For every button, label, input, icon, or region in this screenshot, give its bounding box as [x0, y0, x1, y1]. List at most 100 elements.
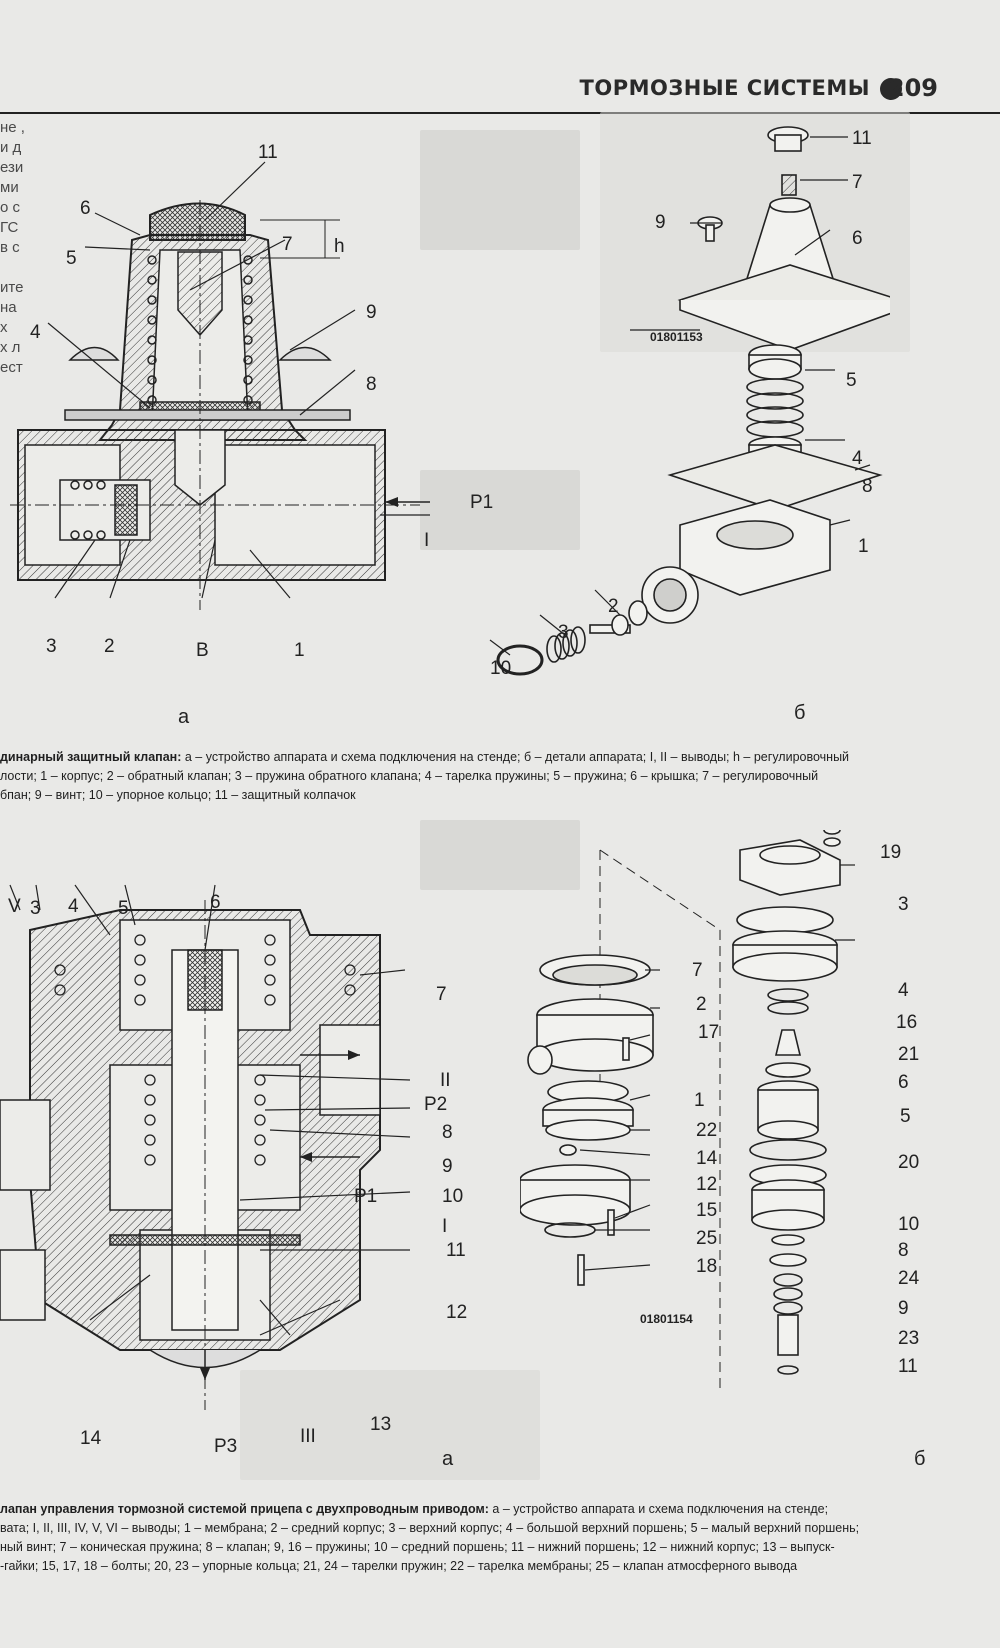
fig2b-label: 16 — [896, 1012, 918, 1033]
bleed-through-block — [240, 1370, 540, 1480]
fig2b-label: 12 — [696, 1174, 718, 1195]
fig2a-label: 10 — [442, 1186, 464, 1207]
fig2b-label: 18 — [696, 1256, 718, 1277]
fig2a-label: 14 — [80, 1428, 102, 1449]
fig2a-label-port: III — [300, 1426, 316, 1447]
caption-text: лости; 1 – корпус; 2 – обратный клапан; … — [0, 769, 819, 783]
margin-fragment: и д — [0, 139, 22, 156]
margin-fragment: ГС — [0, 219, 19, 236]
fig2b-label: 3 — [898, 894, 909, 915]
figure1-caption: динарный защитный клапан: а – устройство… — [0, 748, 940, 805]
fig2a-label: 6 — [210, 892, 221, 913]
fig1a-label: h — [334, 236, 345, 257]
caption-line: вата; I, II, III, IV, V, VI – выводы; 1 … — [0, 1519, 940, 1538]
fig2a-label: 11 — [446, 1240, 466, 1261]
figure1-section-drawing — [10, 161, 430, 610]
page-number: 209 — [887, 74, 938, 102]
fig2a-label-pressure: P3 — [214, 1436, 238, 1457]
fig2b-label: 15 — [696, 1200, 718, 1221]
fig2a-label-pressure: P1 — [354, 1186, 378, 1207]
caption-line: динарный защитный клапан: а – устройство… — [0, 748, 940, 767]
fig2-subfigure-a: а — [442, 1448, 454, 1470]
margin-fragment: х — [0, 319, 8, 336]
caption-line: лапан управления тормозной системой приц… — [0, 1500, 940, 1519]
margin-fragment: ми — [0, 179, 19, 196]
fig2a-label: 4 — [68, 896, 79, 917]
fig1a-label: 8 — [366, 374, 377, 395]
fig1-subfigure-b: б — [794, 702, 806, 724]
margin-fragment: ест — [0, 359, 23, 376]
caption-bold: лапан управления тормозной системой приц… — [0, 1502, 489, 1516]
fig2b-label: 4 — [898, 980, 909, 1001]
bleed-through-block — [420, 470, 580, 550]
caption-line: -гайки; 15, 17, 18 – болты; 20, 23 – упо… — [0, 1557, 940, 1576]
fig1b-label: 10 — [490, 658, 512, 679]
fig1a-label: 11 — [258, 142, 278, 163]
figure2-caption: лапан управления тормозной системой приц… — [0, 1500, 940, 1576]
fig2b-label: 2 — [696, 994, 707, 1015]
fig2a-label-pressure: P2 — [424, 1094, 448, 1115]
section-title: ТОРМОЗНЫЕ СИСТЕМЫ — [579, 76, 870, 100]
fig1-drawing-code: 01801153 — [650, 330, 703, 344]
fig2b-label: 23 — [898, 1328, 920, 1349]
caption-line: ный винт; 7 – коническая пружина; 8 – кл… — [0, 1538, 940, 1557]
fig1a-label: 5 — [66, 248, 77, 269]
fig2a-label: 7 — [436, 984, 447, 1005]
fig1a-label-pressure: P1 — [470, 492, 494, 513]
fig1b-label: 6 — [852, 228, 863, 249]
caption-text: а – устройство аппарата и схема подключе… — [488, 1502, 829, 1516]
fig2b-label: 9 — [898, 1298, 909, 1319]
fig1-subfigure-a: а — [178, 706, 190, 728]
fig2b-label: 6 — [898, 1072, 909, 1093]
fig1a-label: 7 — [282, 234, 293, 255]
margin-fragment: ези — [0, 159, 24, 176]
fig2b-label: 21 — [898, 1044, 920, 1065]
bleed-through-block — [420, 130, 580, 250]
fig2b-label: 19 — [880, 842, 902, 863]
fig2a-label: 8 — [442, 1122, 453, 1143]
fig2b-label: 24 — [898, 1268, 920, 1289]
fig1a-label: 9 — [366, 302, 377, 323]
fig1b-label: 9 — [655, 212, 666, 233]
fig2b-label: 7 — [692, 960, 703, 981]
fig1b-label: 8 — [862, 476, 873, 497]
fig1a-label: 1 — [294, 640, 305, 661]
fig2b-label: 17 — [698, 1022, 720, 1043]
fig1a-label-port: I — [424, 530, 430, 551]
caption-text: а – устройство аппарата и схема подключе… — [181, 750, 850, 764]
fig2b-label: 25 — [696, 1228, 718, 1249]
fig2b-label: 1 — [694, 1090, 705, 1111]
fig2a-label: 9 — [442, 1156, 453, 1177]
fig2-drawing-code: 01801154 — [640, 1312, 693, 1326]
fig2a-label: 5 — [118, 898, 129, 919]
fig1b-label: 7 — [852, 172, 863, 193]
fig1b-label: 11 — [852, 128, 872, 149]
fig1b-label: 5 — [846, 370, 857, 391]
fig1a-label: 4 — [30, 322, 41, 343]
fig2a-label-port: II — [440, 1070, 451, 1091]
fig1a-label: 2 — [104, 636, 115, 657]
page-header: ТОРМОЗНЫЕ СИСТЕМЫ 209 — [0, 60, 1000, 114]
fig2a-label-port: V — [8, 896, 21, 917]
fig2a-label: 3 — [30, 898, 41, 919]
fig2a-label: 13 — [370, 1414, 392, 1435]
bullet-dot-icon — [880, 78, 902, 100]
caption-line: бпан; 9 – винт; 10 – упорное кольцо; 11 … — [0, 786, 940, 805]
fig2b-label: 22 — [696, 1120, 718, 1141]
fig2b-label: 11 — [898, 1356, 918, 1377]
margin-fragment: в с — [0, 239, 20, 256]
fig1b-label: 2 — [608, 596, 619, 617]
caption-text: ный винт; 7 – коническая пружина; 8 – кл… — [0, 1540, 835, 1554]
fig1b-label: 1 — [858, 536, 869, 557]
caption-text: вата; I, II, III, IV, V, VI – выводы; 1 … — [0, 1521, 860, 1535]
fig1a-label: 6 — [80, 198, 91, 219]
caption-bold: динарный защитный клапан: — [0, 750, 182, 764]
margin-fragment: ите — [0, 279, 24, 296]
fig2-subfigure-b: б — [914, 1448, 926, 1470]
fig2b-label: 20 — [898, 1152, 920, 1173]
caption-text: -гайки; 15, 17, 18 – болты; 20, 23 – упо… — [0, 1559, 798, 1573]
margin-fragment: не , — [0, 119, 25, 136]
fig2b-label: 8 — [898, 1240, 909, 1261]
caption-text: бпан; 9 – винт; 10 – упорное кольцо; 11 … — [0, 788, 356, 802]
